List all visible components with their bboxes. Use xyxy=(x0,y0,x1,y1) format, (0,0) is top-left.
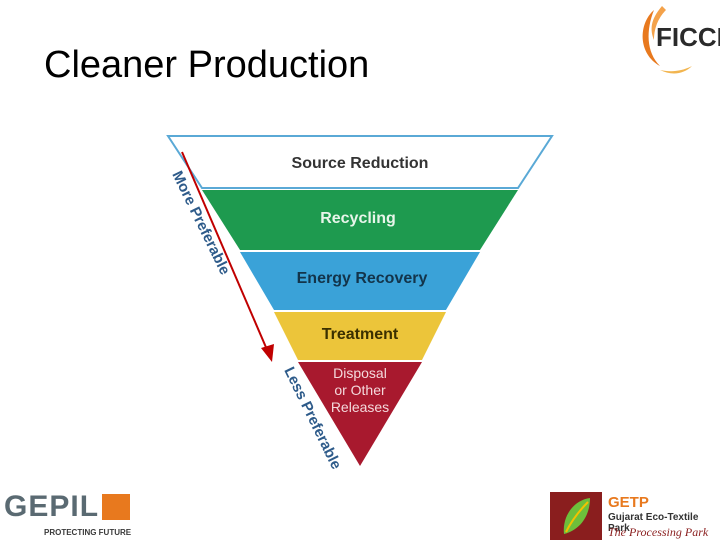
waste-hierarchy-diagram: More Preferable Less Preferable xyxy=(166,135,554,470)
slide-title: Cleaner Production xyxy=(44,44,370,86)
tier-energy-recovery xyxy=(240,252,480,310)
disposal-line-3: Releases xyxy=(330,399,390,415)
tier-label-energy-recovery: Energy Recovery xyxy=(296,270,428,287)
disposal-line-2: or Other xyxy=(334,382,386,398)
preference-arrow-head-icon xyxy=(261,344,274,362)
getp-leaf-icon xyxy=(550,492,602,540)
disposal-line-1: Disposal xyxy=(333,365,387,381)
ficci-swoosh-icon xyxy=(642,6,692,74)
getp-logo-text: GETP xyxy=(608,494,649,511)
tier-disposal xyxy=(298,362,422,466)
tier-label-treatment: Treatment xyxy=(321,326,399,343)
ficci-logo: FICCI xyxy=(620,0,720,80)
getp-logo: GETP Gujarat Eco-Textile Park The Proces… xyxy=(550,492,720,540)
gepil-logo: GEPIL PROTECTING FUTURE xyxy=(4,490,134,540)
gepil-logo-text: GEPIL xyxy=(4,490,100,523)
tier-label-source-reduction: Source Reduction xyxy=(291,155,429,172)
gepil-accent-bar xyxy=(102,494,130,520)
tier-recycling xyxy=(202,190,518,250)
tier-label-recycling: Recycling xyxy=(320,210,396,227)
ficci-logo-text: FICCI xyxy=(656,22,720,52)
getp-subtitle: Gujarat Eco-Textile Park xyxy=(608,512,699,534)
preference-arrow-line xyxy=(181,151,269,353)
tier-treatment xyxy=(274,312,446,360)
gepil-tagline: PROTECTING FUTURE xyxy=(44,528,132,537)
getp-tagline: The Processing Park xyxy=(608,525,709,539)
tier-label-disposal: Disposal or Other Releases xyxy=(300,365,420,416)
